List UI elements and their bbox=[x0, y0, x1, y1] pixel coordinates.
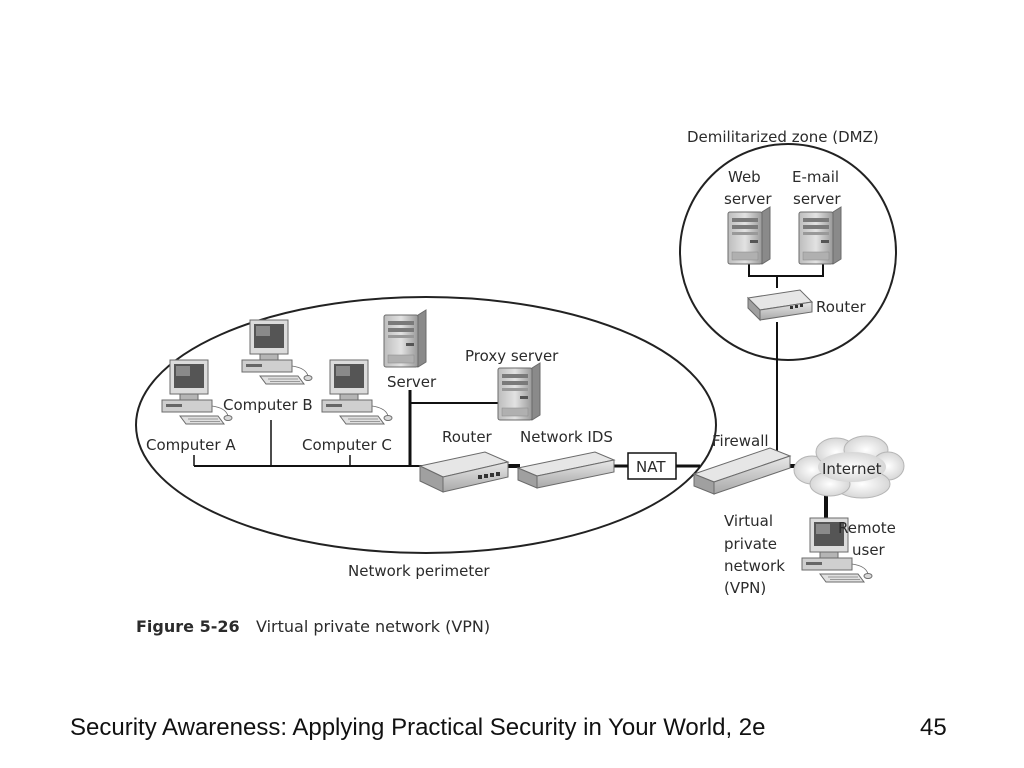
network-perimeter-label: Network perimeter bbox=[348, 562, 490, 580]
internet-label: Internet bbox=[822, 460, 882, 478]
computer-c-label: Computer C bbox=[302, 436, 392, 454]
computer-a-icon bbox=[161, 359, 233, 425]
vpn-label: Virtual private network (VPN) bbox=[724, 512, 790, 597]
remote-user-label: Remote user bbox=[838, 519, 901, 559]
slide-page-number: 45 bbox=[920, 714, 947, 741]
computer-b-icon bbox=[241, 319, 313, 385]
server-label: Server bbox=[387, 373, 437, 391]
nat-label: NAT bbox=[636, 458, 666, 476]
router-icon bbox=[418, 451, 510, 493]
router-label: Router bbox=[442, 428, 493, 446]
email-server-label: E-mail server bbox=[792, 168, 844, 208]
firewall-icon bbox=[692, 447, 792, 495]
network-ids-icon bbox=[516, 451, 616, 489]
computer-c-icon bbox=[321, 359, 393, 425]
dmz-router-label: Router bbox=[816, 298, 867, 316]
proxy-server-icon bbox=[497, 362, 541, 421]
network-perimeter-boundary bbox=[135, 296, 717, 554]
nat-box bbox=[627, 452, 677, 480]
internet-cloud-icon bbox=[793, 435, 905, 499]
email-server-icon bbox=[798, 206, 842, 265]
computer-a-label: Computer A bbox=[146, 436, 236, 454]
network-ids-label: Network IDS bbox=[520, 428, 613, 446]
dmz-title: Demilitarized zone (DMZ) bbox=[687, 128, 879, 146]
proxy-server-label: Proxy server bbox=[465, 347, 559, 365]
web-server-label: Web server bbox=[724, 168, 772, 208]
figure-caption: Figure 5-26 Virtual private network (VPN… bbox=[136, 617, 490, 636]
slide-footer-title: Security Awareness: Applying Practical S… bbox=[70, 714, 766, 741]
firewall-label: Firewall bbox=[712, 432, 769, 450]
dmz-boundary bbox=[679, 143, 897, 361]
dmz-router-icon bbox=[746, 289, 814, 322]
web-server-icon bbox=[727, 206, 771, 265]
computer-b-label: Computer B bbox=[223, 396, 313, 414]
vpn-network-diagram: Demilitarized zone (DMZ) Web server E-ma… bbox=[135, 128, 905, 636]
server-icon bbox=[383, 309, 427, 368]
